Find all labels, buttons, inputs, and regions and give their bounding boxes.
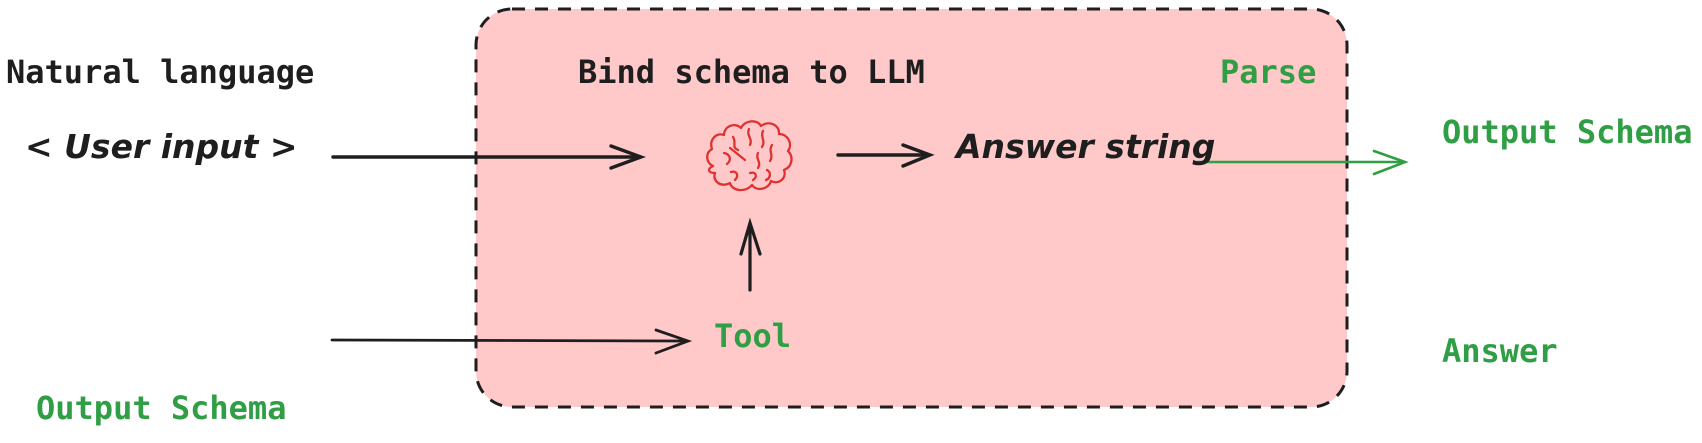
tool-label: Tool — [714, 317, 792, 355]
output-schema-left: Output Schema foo: ... bar: ... — [36, 306, 286, 443]
parse-label: Parse — [1220, 53, 1317, 91]
arrow-schema-to-tool — [330, 328, 693, 355]
arrow-answer-to-output — [1195, 149, 1409, 176]
schema-answer-lines: Answer foo: ... bar: ... — [1442, 254, 1692, 443]
brain-icon — [706, 120, 793, 192]
arrow-llm-to-answer — [836, 143, 935, 168]
output-schema-right: Output Schema Answer foo: ... bar: ... — [1442, 30, 1692, 443]
llm-pipeline-box — [474, 7, 1349, 409]
bind-schema-title: Bind schema to LLM — [578, 53, 925, 91]
schema-title: Output Schema — [36, 389, 287, 427]
arrow-user-input-to-llm — [331, 144, 646, 170]
schema-line: Answer — [1442, 332, 1558, 370]
user-input-label: < User input > — [25, 127, 298, 166]
arrow-tool-to-llm — [739, 217, 762, 292]
natural-language-label: Natural language — [6, 53, 315, 91]
answer-string-label: Answer string — [956, 127, 1216, 166]
schema-title: Output Schema — [1442, 113, 1693, 151]
